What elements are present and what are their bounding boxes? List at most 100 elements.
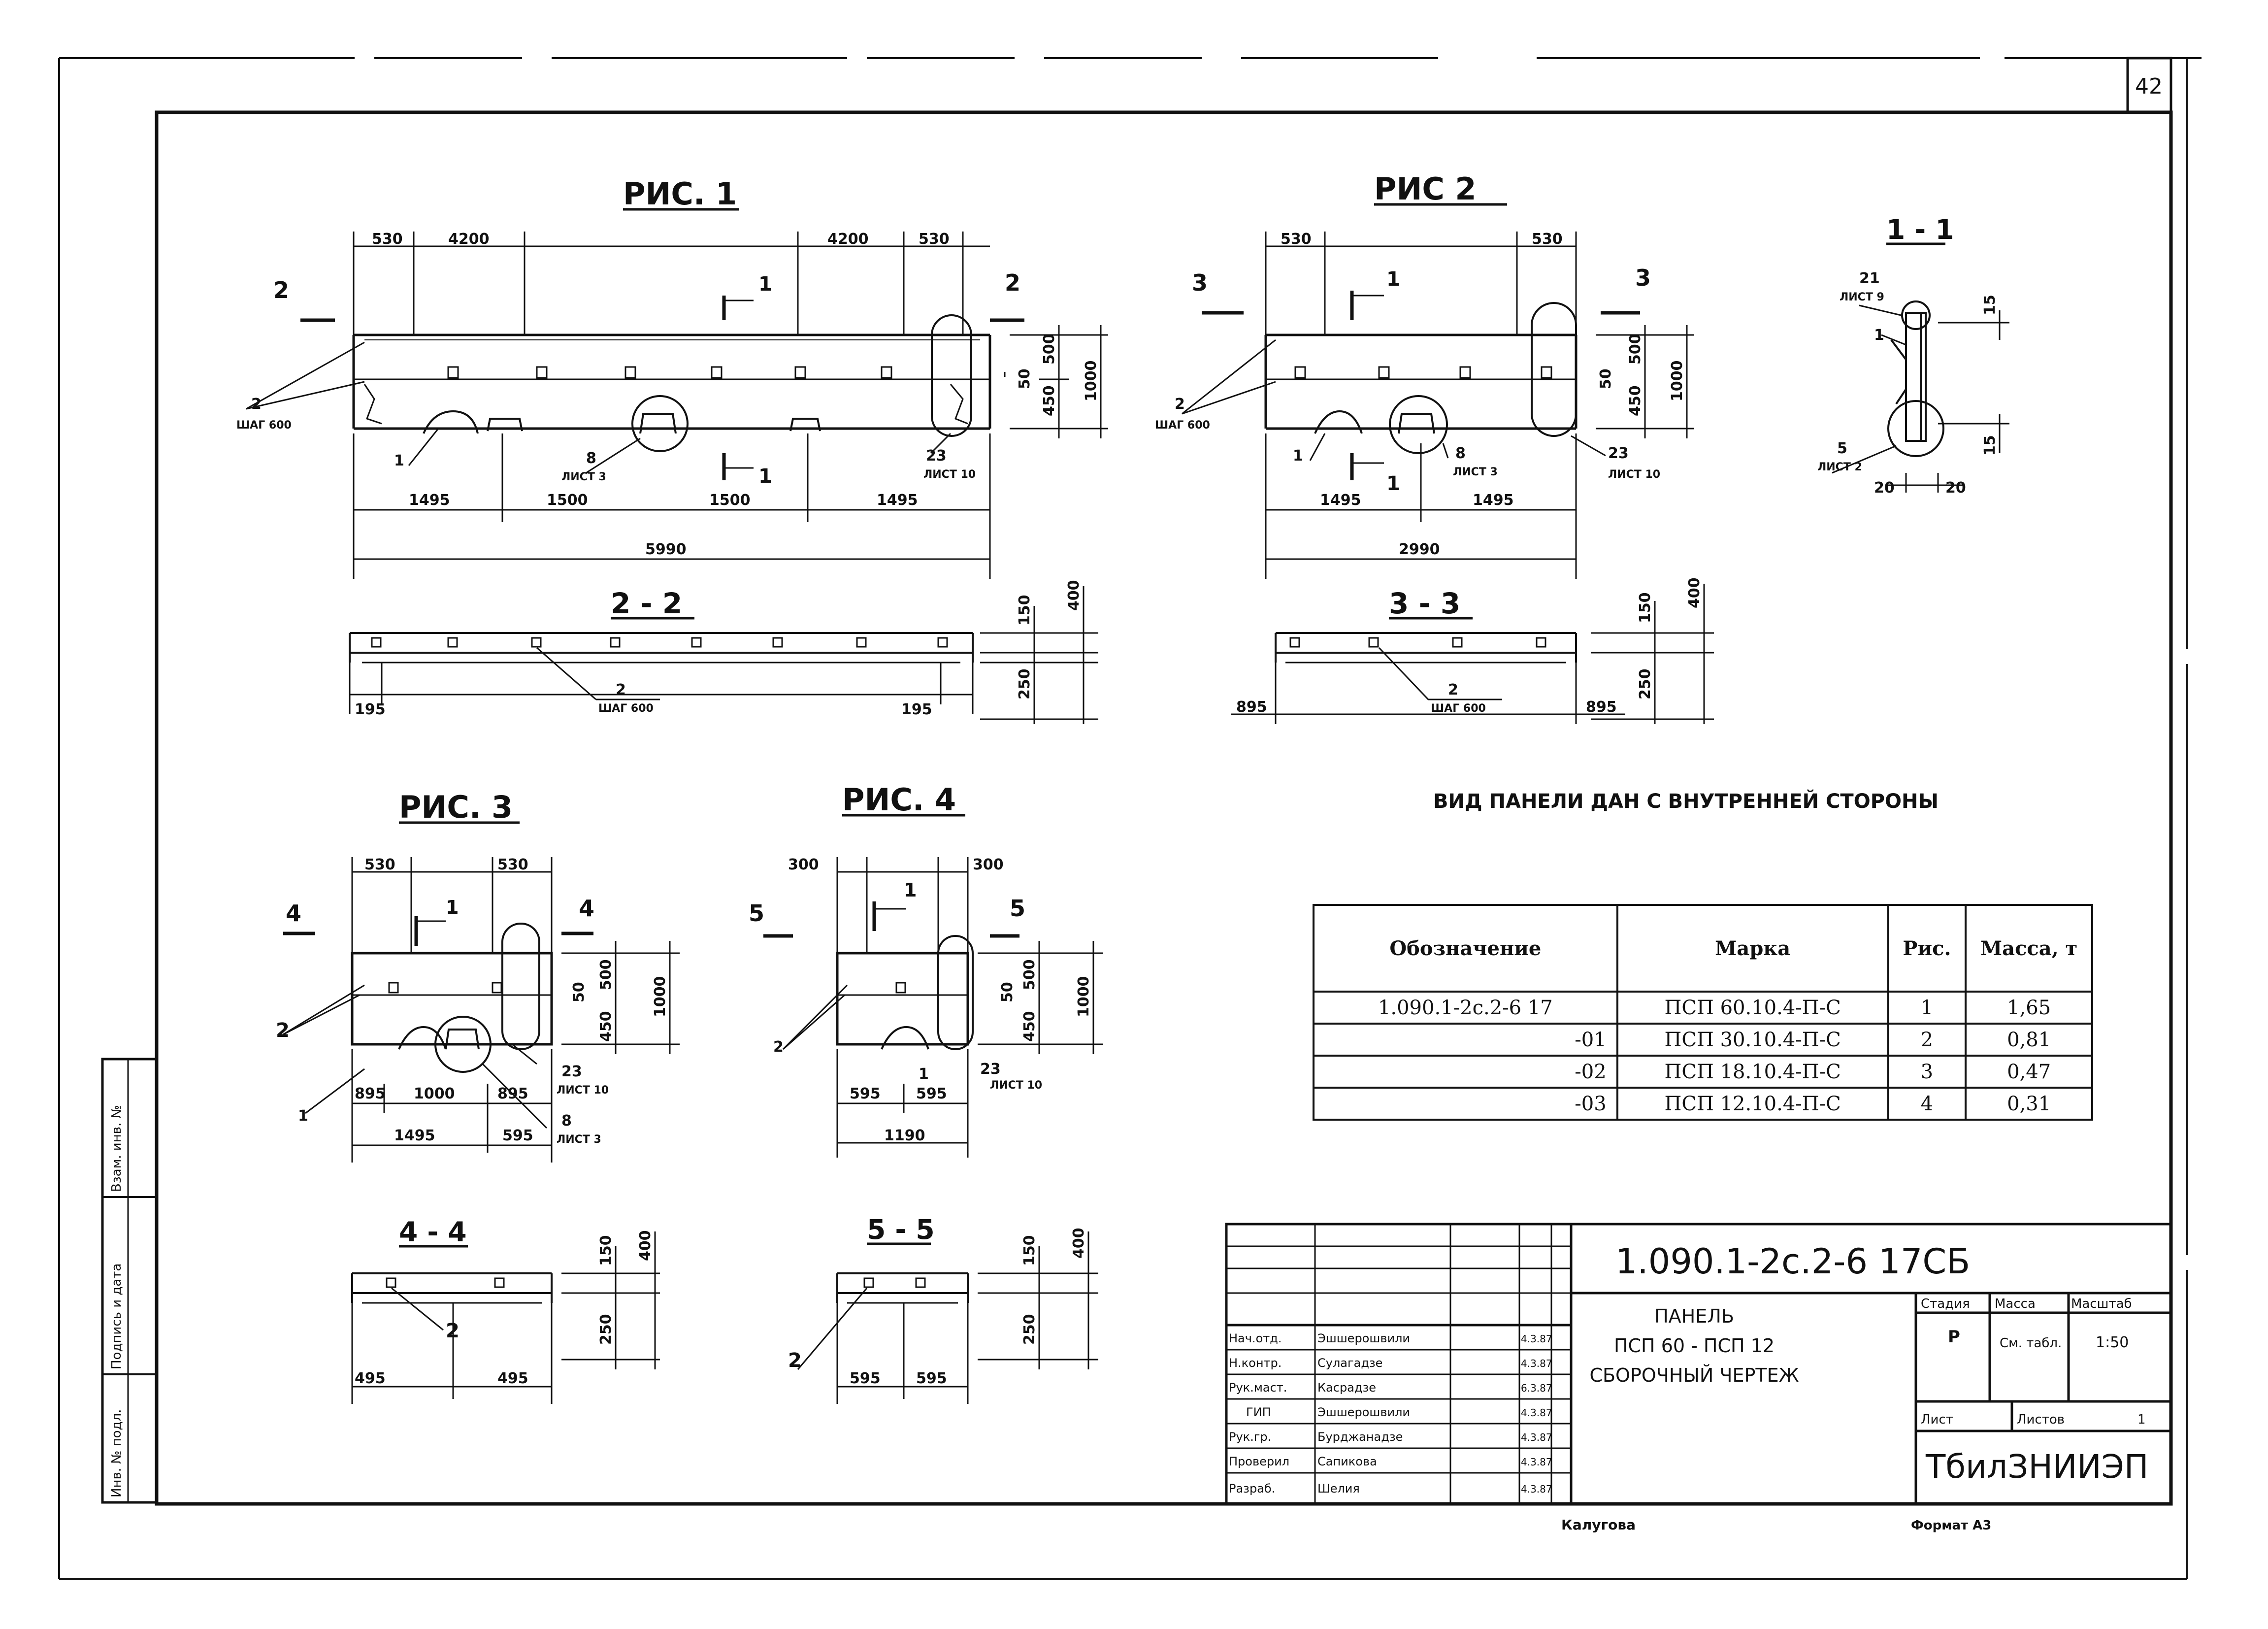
callout: ШАГ 600	[1431, 702, 1486, 715]
table-row: -03 ПСП 12.10.4-П-С 4 0,31	[1313, 1087, 2093, 1121]
dim-label: 15	[1981, 435, 1999, 456]
fig4-title: РИС. 4	[842, 782, 956, 818]
callout: ЛИСТ 3	[1453, 466, 1498, 478]
callout: 8	[586, 450, 596, 467]
signer-name: Бурджанадзе	[1317, 1430, 1403, 1444]
section-mark: 2	[273, 277, 289, 303]
dim-label: 530	[372, 231, 403, 248]
callout: 2	[446, 1320, 460, 1342]
spec-header-row: Обозначение Марка Рис. Масса, т	[1313, 903, 2093, 993]
spec-cell: 1,65	[1965, 991, 2093, 1025]
section-mark: 1	[1386, 268, 1400, 291]
organization: ТбилЗНИИЭП	[1925, 1448, 2149, 1486]
callout: 23	[1608, 445, 1629, 462]
callout: 2	[276, 1019, 290, 1042]
dim-label: 1000	[1669, 361, 1686, 402]
callout: ЛИСТ 10	[557, 1084, 609, 1097]
scale-value: 1:50	[2096, 1334, 2129, 1351]
callout: 1	[394, 452, 404, 469]
signer-name: Эшшерошвили	[1317, 1331, 1410, 1345]
signer-name: Шелия	[1317, 1482, 1360, 1496]
spec-cell: ПСП 60.10.4-П-С	[1616, 991, 1889, 1025]
dim-label: 450	[1021, 1011, 1038, 1042]
section-mark: 1	[446, 897, 459, 918]
signer-date: 4.3.87	[1521, 1358, 1552, 1369]
dim-label: 1000	[1083, 361, 1100, 402]
callout: ЛИСТ 9	[1840, 291, 1884, 303]
callout: 1	[1293, 447, 1303, 465]
dim-label: 500	[597, 959, 615, 990]
callout: ШАГ 600	[598, 702, 654, 715]
spec-header-fig: Рис.	[1887, 903, 1967, 993]
dim-label: 50	[999, 982, 1016, 1002]
signer-role: Н.контр.	[1229, 1356, 1282, 1370]
dim-label: 195	[901, 701, 932, 718]
sheet-label: Лист	[1921, 1412, 1953, 1427]
dim-label: 150	[597, 1235, 615, 1266]
side-stamp-inv: Инв. № подл.	[109, 1409, 124, 1497]
callout: 2	[1448, 681, 1458, 698]
section-mark: 5	[749, 900, 764, 927]
dim-label: 595	[850, 1370, 881, 1387]
spec-cell: -03	[1313, 1087, 1618, 1121]
signer-role: Рук.маст.	[1229, 1381, 1287, 1395]
spec-header-designation: Обозначение	[1313, 903, 1618, 993]
callout: 8	[561, 1112, 572, 1130]
spec-cell: 0,47	[1965, 1055, 2093, 1089]
section-mark: 1	[1386, 472, 1400, 495]
signer-name: Сулагадзе	[1317, 1356, 1382, 1370]
dim-label: 50	[1016, 368, 1033, 389]
spec-cell: 2	[1887, 1023, 1967, 1057]
sheets-count: 1	[2137, 1412, 2146, 1427]
sec22-title: 2 - 2	[611, 587, 682, 620]
drawing-code: 1.090.1-2с.2-6 17СБ	[1615, 1241, 1970, 1282]
section-mark: 1	[758, 465, 772, 488]
callout: 2	[773, 1038, 784, 1056]
callout: ШАГ 600	[1155, 419, 1210, 432]
dim-label: 195	[355, 701, 386, 718]
signer-role: ГИП	[1246, 1405, 1271, 1419]
section-mark: 3	[1192, 269, 1208, 296]
dim-label: 1000	[1075, 976, 1092, 1018]
sec33-title: 3 - 3	[1389, 587, 1460, 620]
section-mark: 2	[1005, 269, 1020, 296]
callout: ШАГ 600	[236, 419, 292, 432]
dim-label: 495	[355, 1370, 386, 1387]
callout: 23	[980, 1061, 1001, 1078]
dim-label: 895	[497, 1085, 528, 1102]
dim-label: 1495	[1473, 492, 1514, 509]
callout: 5	[1837, 440, 1847, 457]
spec-table: Обозначение Марка Рис. Масса, т 1.090.1-…	[1313, 903, 2093, 1121]
table-row: 1.090.1-2с.2-6 17 ПСП 60.10.4-П-С 1 1,65	[1313, 991, 2093, 1025]
dim-label: 895	[1236, 698, 1267, 716]
dim-label: 150	[1637, 592, 1654, 623]
dim-label: 530	[1532, 231, 1563, 248]
signer-role: Разраб.	[1229, 1482, 1275, 1496]
title-line-2: ПСП 60 - ПСП 12	[1614, 1335, 1775, 1357]
section-mark: 4	[286, 900, 301, 927]
dim-label: 450	[1041, 385, 1058, 416]
dim-label: 20	[1874, 479, 1895, 497]
dim-label: 530	[364, 856, 395, 873]
dim-label: 4200	[448, 231, 490, 248]
callout: ЛИСТ 3	[561, 471, 606, 483]
side-stamp-sign: Подпись и дата	[109, 1263, 124, 1369]
dim-label: 500	[1021, 959, 1038, 990]
dim-label: 1000	[414, 1085, 455, 1102]
spec-cell: ПСП 12.10.4-П-С	[1616, 1087, 1889, 1121]
signer-date: 6.3.87	[1521, 1382, 1552, 1394]
dim-label: 595	[502, 1127, 533, 1144]
spec-cell: 1	[1887, 991, 1967, 1025]
dim-label: 150	[1021, 1235, 1038, 1266]
dim-label: 300	[788, 856, 819, 873]
section-mark: 1	[758, 273, 772, 296]
stage-header: Стадия	[1921, 1297, 1970, 1311]
dim-label: 1495	[394, 1127, 435, 1144]
callout: 1	[1874, 327, 1884, 344]
spec-cell: -01	[1313, 1023, 1618, 1057]
spec-cell: 0,81	[1965, 1023, 2093, 1057]
sec44-title: 4 - 4	[399, 1216, 467, 1248]
table-row: -02 ПСП 18.10.4-П-С 3 0,47	[1313, 1055, 2093, 1089]
dim-label: 400	[637, 1230, 654, 1261]
